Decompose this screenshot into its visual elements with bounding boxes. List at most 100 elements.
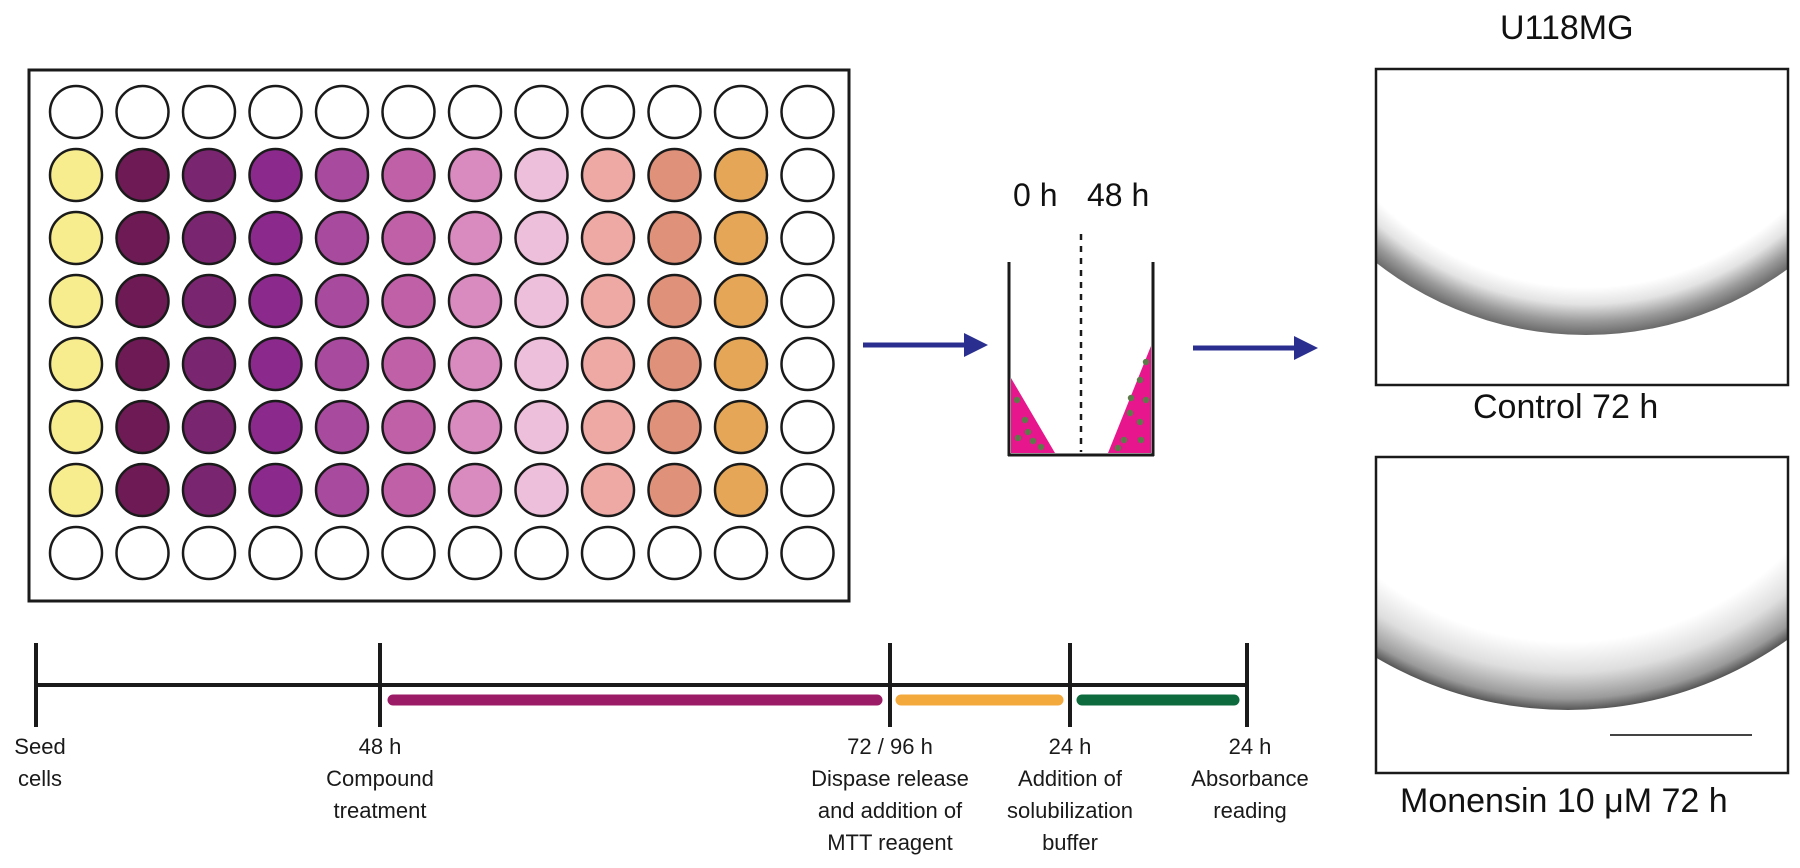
- micrograph-caption-monensin: Monensin 10 μM 72 h: [1400, 782, 1728, 820]
- well: [713, 525, 769, 581]
- well: [248, 462, 303, 518]
- well: [381, 210, 436, 266]
- cell-line-title: U118MG: [1500, 9, 1634, 47]
- well: [647, 147, 702, 203]
- well: [514, 84, 569, 140]
- cell-dot: [1014, 434, 1022, 442]
- well: [115, 210, 170, 266]
- tick-label-seed: Seed cells: [14, 734, 66, 791]
- well: [447, 210, 503, 266]
- cell-dot: [1126, 409, 1134, 417]
- well: [580, 399, 636, 455]
- well: [48, 462, 104, 518]
- well: [713, 273, 769, 329]
- well: [248, 525, 303, 581]
- cell-dot: [1142, 358, 1150, 366]
- well: [780, 84, 835, 140]
- well: [514, 462, 569, 518]
- well: [580, 273, 636, 329]
- well: [115, 273, 170, 329]
- well: [248, 273, 303, 329]
- well-time-left: 0 h: [1013, 177, 1058, 213]
- well: [181, 525, 237, 581]
- well: [647, 399, 702, 455]
- well: [780, 336, 835, 392]
- well: [647, 525, 702, 581]
- well: [780, 147, 835, 203]
- cell-dot: [1142, 396, 1150, 404]
- micrograph-control-border: [1374, 67, 1790, 387]
- well: [48, 210, 104, 266]
- well: [48, 273, 104, 329]
- well: [580, 147, 636, 203]
- well: [314, 336, 370, 392]
- cell-layer-0h: [1011, 378, 1055, 453]
- well: [514, 210, 569, 266]
- cell-dot: [1013, 396, 1021, 404]
- well: [647, 273, 702, 329]
- well: [580, 525, 636, 581]
- well: [314, 525, 370, 581]
- well: [713, 336, 769, 392]
- well: [447, 462, 503, 518]
- well: [48, 84, 104, 140]
- cell-dot: [1029, 437, 1037, 445]
- well: [381, 399, 436, 455]
- well: [713, 462, 769, 518]
- arrow-plate-to-well-head: [964, 333, 988, 357]
- micrograph-monensin: [1376, 457, 1788, 710]
- well: [447, 399, 503, 455]
- well: [713, 84, 769, 140]
- micrograph-caption-control: Control 72 h: [1473, 388, 1659, 426]
- well: [713, 399, 769, 455]
- tick-label-72-96h: 72 / 96 h Dispase release and addition o…: [811, 734, 969, 855]
- well: [780, 462, 835, 518]
- well: [780, 399, 835, 455]
- tick-label-48h: 48 h Compound treatment: [326, 734, 434, 823]
- well: [647, 210, 702, 266]
- well: [248, 147, 303, 203]
- well: [647, 336, 702, 392]
- well: [181, 84, 237, 140]
- well: [314, 210, 370, 266]
- well: [48, 525, 104, 581]
- well: [181, 336, 237, 392]
- arrow-well-to-micrographs-head: [1294, 336, 1318, 360]
- well: [447, 525, 503, 581]
- well: [314, 399, 370, 455]
- well: [780, 525, 835, 581]
- well: [115, 336, 170, 392]
- well: [381, 525, 436, 581]
- well: [580, 210, 636, 266]
- well: [647, 84, 702, 140]
- cell-dot: [1021, 416, 1029, 424]
- well: [713, 147, 769, 203]
- well: [580, 462, 636, 518]
- well: [48, 399, 104, 455]
- cell-dot: [1136, 418, 1144, 426]
- tick-label-24h-solubilization: 24 h Addition of solubilization buffer: [1007, 734, 1133, 855]
- tick-label-24h-absorbance: 24 h Absorbance reading: [1191, 734, 1309, 823]
- well: [314, 273, 370, 329]
- micrograph-control: [1376, 69, 1788, 335]
- well: [381, 84, 436, 140]
- well-time-right: 48 h: [1087, 177, 1150, 213]
- cell-dot: [1137, 436, 1145, 444]
- well: [248, 84, 303, 140]
- well: [580, 336, 636, 392]
- well: [381, 147, 436, 203]
- micrograph-monensin-dish: [1376, 457, 1788, 710]
- well: [181, 462, 237, 518]
- well: [381, 462, 436, 518]
- cell-dot: [1120, 436, 1128, 444]
- well: [447, 273, 503, 329]
- cell-dot: [1037, 443, 1045, 451]
- well: [713, 210, 769, 266]
- well: [115, 399, 170, 455]
- well: [514, 525, 569, 581]
- well: [181, 399, 237, 455]
- well: [514, 147, 569, 203]
- well: [248, 336, 303, 392]
